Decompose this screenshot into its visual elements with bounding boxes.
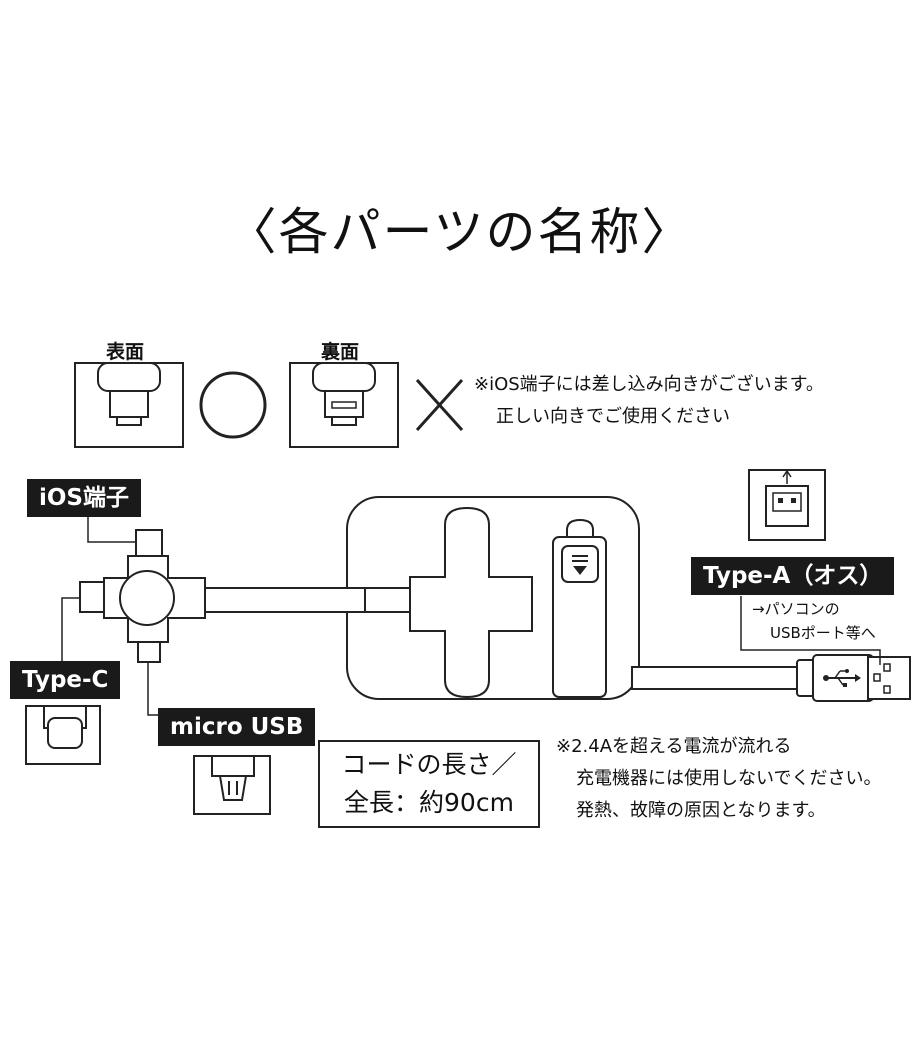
slider-button-icon bbox=[561, 545, 599, 583]
multi-connector-head bbox=[79, 529, 206, 663]
back-orientation-illustration bbox=[289, 362, 399, 448]
hub-body bbox=[346, 496, 640, 700]
leader-lines bbox=[61, 515, 881, 716]
cord-length-line2: 全長：約90cm bbox=[344, 788, 514, 817]
correct-circle-icon bbox=[199, 371, 267, 439]
warning-line2: 充電機器には使用しないでください。 bbox=[576, 768, 882, 789]
microusb-connector-label: micro USB bbox=[158, 708, 316, 746]
usb-a-plug bbox=[796, 654, 911, 702]
usb-symbol-icon bbox=[823, 669, 861, 687]
typec-connector-label: Type-C bbox=[10, 661, 121, 699]
front-label: 表面 bbox=[106, 341, 145, 363]
microusb-illustration bbox=[193, 755, 271, 815]
cord-left bbox=[204, 587, 366, 613]
wrong-x-icon bbox=[415, 378, 464, 432]
cord-right bbox=[631, 666, 815, 690]
typea-note-line2: USBポート等へ bbox=[770, 624, 876, 642]
page-title: 〈各パーツの名称〉 bbox=[226, 203, 694, 261]
cord-length-box: コードの長さ／ 全長：約90cm bbox=[318, 740, 540, 828]
orientation-note-line1: ※iOS端子には差し込み向きがございます。 bbox=[474, 374, 824, 395]
typec-illustration bbox=[25, 705, 101, 765]
warning-line3: 発熱、故障の原因となります。 bbox=[576, 800, 826, 821]
front-orientation-illustration bbox=[74, 362, 184, 448]
typea-illustration bbox=[748, 469, 826, 541]
back-label: 裏面 bbox=[321, 341, 360, 363]
cord-length-line1: コードの長さ／ bbox=[341, 750, 517, 779]
orientation-note-line2: 正しい向きでご使用ください bbox=[496, 406, 730, 427]
warning-line1: ※2.4Aを超える電流が流れる bbox=[556, 736, 792, 757]
typea-connector-label: Type-A（オス） bbox=[691, 557, 895, 595]
ios-connector-label: iOS端子 bbox=[27, 479, 142, 517]
typea-note-line1: →パソコンの bbox=[752, 600, 840, 618]
